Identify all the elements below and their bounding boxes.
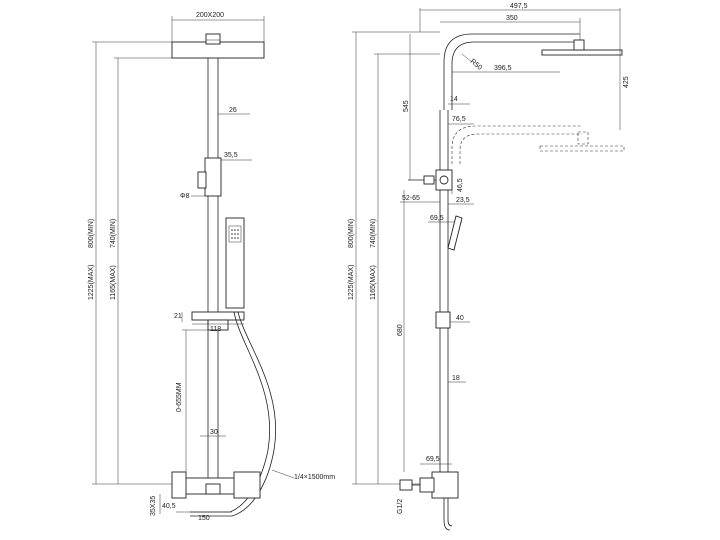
side-mixer-body bbox=[431, 471, 459, 499]
side-dim-46-5: 46,5 bbox=[457, 178, 464, 192]
side-dim-40: 40 bbox=[456, 315, 464, 322]
side-dim-52-65: 52-65 bbox=[402, 195, 420, 202]
side-inlet bbox=[399, 479, 413, 491]
front-dim-740: 740(MIN) bbox=[110, 219, 117, 248]
front-hand-shower-nozzles bbox=[231, 229, 239, 239]
side-dim-76-5: 76,5 bbox=[452, 116, 466, 123]
side-arm-upper bbox=[443, 33, 580, 110]
front-hose bbox=[190, 311, 270, 513]
front-holder-knob bbox=[197, 171, 207, 189]
front-view: 200X200 26 35,5 Φ8 21 118 1/4 bbox=[88, 12, 335, 522]
front-hand-shower bbox=[225, 217, 245, 309]
front-dim-head-size: 200X200 bbox=[196, 12, 224, 19]
front-dim-800: 800(MIN) bbox=[88, 219, 95, 248]
side-dim-497-5: 497,5 bbox=[510, 3, 528, 10]
side-dim-r50: R50 bbox=[469, 58, 483, 72]
side-dim-425: 425 bbox=[623, 76, 630, 88]
side-dim-1165: 1165(MAX) bbox=[370, 265, 377, 300]
front-dim-35x35: 35X35 bbox=[150, 496, 157, 516]
side-dim-69-5-upper: 69,5 bbox=[430, 215, 444, 222]
side-dim-396-5: 396,5 bbox=[494, 65, 512, 72]
front-dim-1165: 1165(MAX) bbox=[110, 265, 117, 300]
front-head-connector bbox=[205, 33, 221, 45]
side-dim-680: 680 bbox=[397, 324, 404, 336]
side-shower-head-lower bbox=[539, 145, 625, 152]
front-dim-diam-8: Φ8 bbox=[180, 193, 190, 200]
side-dim-23-5: 23,5 bbox=[456, 197, 470, 204]
front-mixer-left-handle bbox=[171, 471, 187, 499]
side-hose bbox=[443, 498, 451, 531]
front-dim-0-655: 0-655MM bbox=[176, 382, 183, 412]
front-dim-hose: 1/4×1500mm bbox=[294, 474, 335, 481]
side-dim-350: 350 bbox=[506, 15, 518, 22]
side-dim-545: 545 bbox=[403, 100, 410, 112]
front-dim-118: 118 bbox=[210, 326, 221, 333]
front-dim-35-5: 35,5 bbox=[224, 152, 238, 159]
side-holder-knob bbox=[439, 175, 449, 185]
side-hand-shower bbox=[447, 215, 463, 251]
side-arm-lower-dashed bbox=[451, 125, 582, 164]
side-dim-1225: 1225(MAX) bbox=[348, 265, 355, 300]
front-dim-1225: 1225(MAX) bbox=[88, 265, 95, 300]
side-dim-740: 740(MIN) bbox=[370, 219, 377, 248]
front-dim-21: 21 bbox=[174, 313, 182, 320]
side-dim-18: 18 bbox=[452, 375, 460, 382]
side-view: 497,5 350 R50 396,5 425 14 76,5 bbox=[348, 3, 630, 531]
side-dim-14: 14 bbox=[450, 96, 458, 103]
front-mixer-center bbox=[205, 483, 221, 495]
front-mixer-right-handle bbox=[233, 471, 261, 499]
side-dim-69-5-lower: 69,5 bbox=[426, 456, 440, 463]
front-slide-bracket bbox=[191, 311, 245, 321]
side-dim-thread: G1/2 bbox=[397, 499, 404, 514]
front-dim-26: 26 bbox=[229, 107, 237, 114]
side-slide-bracket bbox=[435, 311, 451, 329]
front-holder-clamp bbox=[204, 157, 222, 197]
front-dim-30: 30 bbox=[210, 429, 218, 436]
front-dim-40-5: 40,5 bbox=[162, 503, 176, 510]
side-shower-head-upper bbox=[541, 49, 623, 56]
front-dim-150: 150 bbox=[198, 515, 210, 522]
side-dim-800: 800(MIN) bbox=[348, 219, 355, 248]
